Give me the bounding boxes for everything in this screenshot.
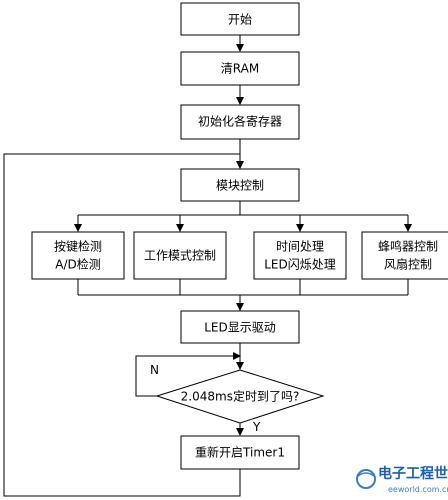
clear-ram-box: 清RAM (180, 51, 300, 86)
module-4-line2: 风扇控制 (384, 257, 432, 272)
restart-timer-box: 重新开启Timer1 (180, 435, 300, 470)
arrow-no-loop (135, 352, 241, 397)
module-control-box: 模块控制 (180, 168, 300, 202)
led-display-box: LED显示驱动 (180, 310, 300, 344)
module-3-line1: 时间处理 (276, 240, 324, 254)
no-label: N (150, 363, 159, 377)
module-1-line1: 按键检测 (54, 239, 102, 254)
start-box: 开始 (180, 2, 300, 36)
watermark-logo: 电子工程世界 eeworld.com.cn (356, 465, 448, 494)
module-3-line2: LED闪烁处理 (264, 258, 336, 272)
init-registers-box: 初始化各寄存器 (180, 104, 300, 140)
yes-label: Y (252, 420, 261, 434)
led-display-label: LED显示驱动 (204, 321, 276, 335)
connectors (3, 35, 412, 497)
decision-label: 2.048ms定时到了吗? (181, 389, 300, 404)
clear-ram-label: 清RAM (221, 62, 259, 76)
module-1-line2: A/D检测 (55, 257, 101, 272)
watermark-url: eeworld.com.cn (388, 485, 448, 494)
module-2-line1: 工作模式控制 (144, 249, 216, 263)
module-box-1: 按键检测 A/D检测 (31, 231, 125, 280)
module-box-3: 时间处理 LED闪烁处理 (253, 231, 347, 280)
line-main-loop (3, 153, 241, 497)
restart-timer-label: 重新开启Timer1 (195, 445, 285, 460)
watermark-name: 电子工程世界 (378, 465, 448, 482)
start-label: 开始 (228, 13, 252, 27)
watermark-globe-icon (356, 469, 376, 489)
decision-diamond: 2.048ms定时到了吗? (155, 369, 325, 424)
init-registers-label: 初始化各寄存器 (198, 114, 282, 129)
module-control-label: 模块控制 (216, 179, 264, 193)
module-box-4: 蜂鸣器控制 风扇控制 (361, 231, 448, 280)
module-4-line1: 蜂鸣器控制 (378, 239, 438, 254)
module-box-2: 工作模式控制 (133, 231, 227, 280)
